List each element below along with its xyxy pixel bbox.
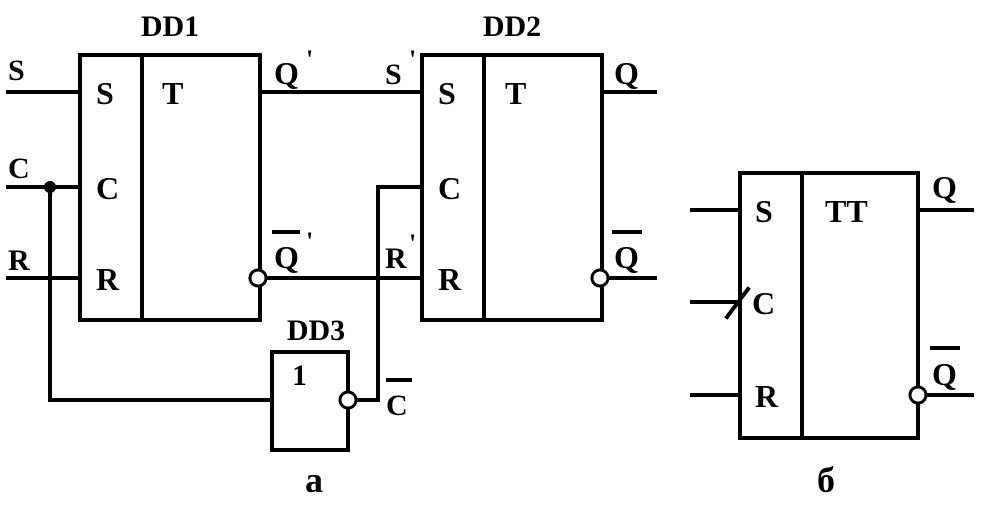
tt-body	[738, 171, 920, 440]
caption-a: а	[305, 460, 323, 500]
dd1-input-c: C	[96, 170, 119, 206]
label-nq: Q	[614, 239, 639, 275]
label-q1: Q	[274, 55, 299, 91]
dd3-block: DD3 1	[270, 314, 358, 452]
dd1-input-s: S	[96, 75, 114, 111]
label-r-in: R	[8, 244, 30, 277]
label-nc: C	[386, 389, 408, 422]
dd3-function: 1	[292, 359, 307, 392]
tt-input-r: R	[755, 378, 779, 414]
dynamic-clock-slash	[724, 286, 751, 320]
label-r1: R	[385, 242, 407, 275]
dd2-input-c: C	[438, 170, 461, 206]
label-nq1-prime: '	[306, 227, 313, 256]
dd2-inverted-output-bubble	[590, 268, 610, 288]
dd2-block: DD2 S C R T	[420, 10, 610, 322]
diagram-a: DD1 S C R T DD2 S C R T DD3 1 S	[6, 10, 657, 500]
label-c-in: C	[8, 152, 30, 185]
tt-output-q: Q	[932, 169, 957, 205]
dd3-body	[270, 350, 350, 452]
label-q1-prime: '	[306, 45, 313, 74]
tt-inverted-output-bubble	[908, 385, 928, 405]
dd1-type: T	[162, 75, 183, 111]
dd2-input-r: R	[438, 261, 462, 297]
dd2-title: DD2	[483, 10, 541, 43]
tt-input-c: C	[752, 285, 775, 321]
wires-a	[6, 90, 657, 402]
label-s1: S	[385, 58, 402, 91]
label-s-in: S	[8, 54, 25, 87]
caption-b: б	[817, 460, 835, 500]
dd2-type: T	[505, 75, 526, 111]
signal-labels-a: S C R Q ' Q ' S ' R ' C Q Q	[8, 45, 642, 422]
dd1-inverted-output-bubble	[248, 268, 268, 288]
label-nq1: Q	[274, 239, 299, 275]
tt-type: TT	[825, 193, 868, 229]
wire-nc-to-dd2c	[354, 185, 424, 402]
dd1-block: DD1 S C R T	[78, 10, 268, 322]
diagram-b: S C R TT Q Q б	[690, 169, 974, 500]
label-s1-prime: '	[409, 45, 416, 74]
dd3-title: DD3	[287, 314, 345, 347]
tt-input-s: S	[755, 193, 773, 229]
dd3-inverted-output-bubble	[338, 390, 358, 410]
dd1-input-r: R	[96, 261, 120, 297]
dd1-title: DD1	[141, 10, 199, 43]
junction-dot	[44, 181, 56, 193]
label-r1-prime: '	[409, 229, 416, 258]
dd2-body	[420, 53, 604, 322]
wire-c-to-dd3	[48, 185, 274, 402]
dd1-body	[78, 53, 262, 322]
label-q: Q	[614, 55, 639, 91]
tt-output-nq: Q	[932, 356, 957, 392]
dd2-input-s: S	[438, 75, 456, 111]
